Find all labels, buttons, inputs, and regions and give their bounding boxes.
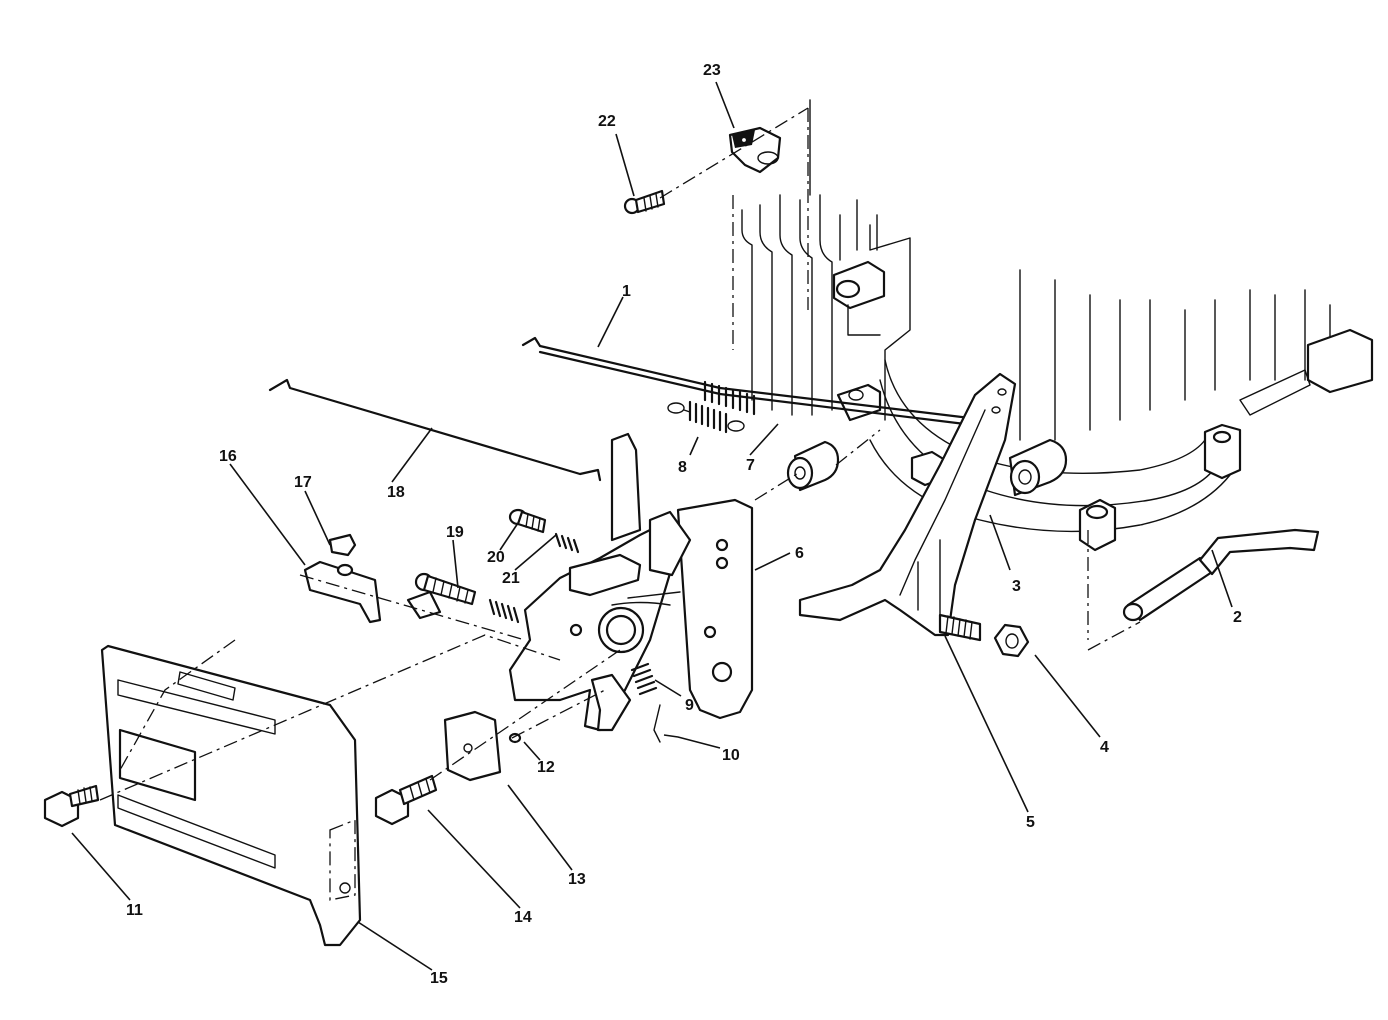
control-assembly [508, 432, 692, 743]
screw-22 [623, 189, 666, 215]
callout-9: 9 [685, 697, 694, 714]
callout-21: 21 [502, 570, 520, 587]
nut [993, 623, 1030, 658]
callout-6: 6 [795, 545, 804, 562]
spacer [786, 440, 840, 492]
callout-3: 3 [1012, 578, 1021, 595]
callout-2: 2 [1233, 609, 1242, 626]
callout-10: 10 [722, 747, 740, 764]
clip-13 [443, 710, 502, 782]
callout-19: 19 [446, 524, 464, 541]
clamp-23 [728, 126, 782, 174]
callout-5: 5 [1026, 814, 1035, 831]
callout-labels: 1 2 3 4 5 6 7 8 9 10 11 12 13 14 15 16 1… [126, 62, 1242, 987]
screw-20 [508, 508, 547, 534]
assembly-centerlines [99, 107, 1141, 801]
callout-11: 11 [126, 902, 143, 919]
throttle-rod [268, 378, 602, 482]
callout-4: 4 [1100, 739, 1109, 756]
callout-14: 14 [514, 909, 532, 926]
screw-19 [414, 572, 477, 606]
callout-15: 15 [430, 970, 448, 987]
spring-7 [703, 380, 756, 416]
control-bracket [676, 498, 754, 720]
callout-8: 8 [678, 459, 687, 476]
pin-12 [508, 732, 522, 744]
callout-17: 17 [294, 474, 312, 491]
callout-20: 20 [487, 549, 505, 566]
callout-18: 18 [387, 484, 405, 501]
callout-23: 23 [703, 62, 721, 79]
screw-11 [43, 784, 100, 828]
governor-shaft [1122, 528, 1320, 622]
governor-lever [798, 372, 1017, 642]
cover-plate [100, 644, 362, 947]
spring-19 [488, 598, 520, 624]
callout-22: 22 [598, 113, 616, 130]
screw-14 [374, 774, 438, 826]
callout-7: 7 [746, 457, 755, 474]
leader-lines [71, 81, 1233, 971]
engine-block [732, 99, 1374, 640]
spring-8 [667, 400, 745, 434]
callout-12: 12 [537, 759, 555, 776]
callout-16: 16 [219, 448, 237, 465]
retainer-plate [303, 533, 442, 624]
spring-21 [554, 532, 580, 554]
callout-1: 1 [622, 283, 631, 300]
callout-13: 13 [568, 871, 586, 888]
